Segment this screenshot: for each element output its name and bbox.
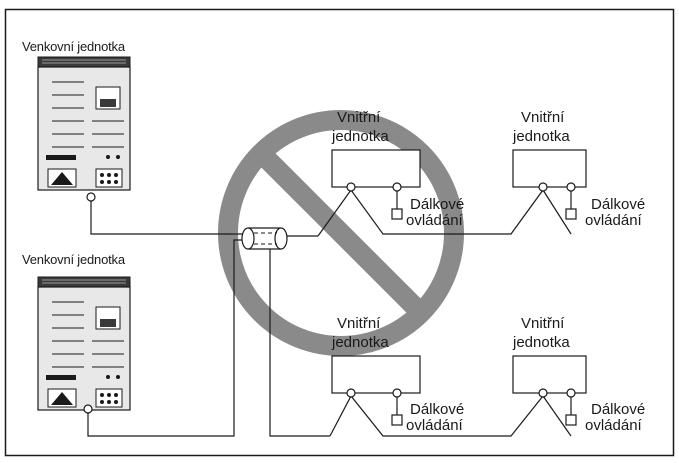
indoor-unit-2-label-2: jednotka — [512, 128, 570, 145]
indoor-unit-3-label-1: Vnitřní — [337, 315, 381, 332]
prohibition-icon — [218, 110, 464, 356]
indoor-unit-4-label-2: jednotka — [512, 334, 570, 351]
remote-2-label-1: Dálkové — [591, 196, 645, 213]
outdoor-unit-2-label: Venkovní jednotka — [22, 252, 126, 267]
indoor-unit-2-terminal-a — [538, 182, 548, 192]
remote-controller-1 — [391, 208, 403, 220]
remote-4-label-2: ovládání — [585, 417, 643, 434]
indoor-unit-1-label-1: Vnitřní — [337, 109, 381, 126]
remote-3-label-2: ovládání — [406, 417, 464, 434]
remote-controller-3 — [391, 414, 403, 426]
cable-bundle — [241, 227, 288, 250]
outdoor-unit-1-label: Venkovní jednotka — [22, 39, 126, 54]
remote-controller-4 — [565, 414, 577, 426]
indoor-unit-1 — [331, 149, 421, 188]
indoor-unit-3-terminal-a — [346, 388, 356, 398]
indoor-unit-2-label-1: Vnitřní — [521, 109, 565, 126]
indoor-unit-4-terminal-a — [538, 388, 548, 398]
remote-4-label-1: Dálkové — [591, 401, 645, 418]
remote-2-label-2: ovládání — [585, 212, 643, 229]
indoor-unit-1-label-2: jednotka — [331, 128, 389, 145]
outdoor-unit-1 — [37, 56, 131, 191]
outdoor-unit-2 — [37, 276, 131, 411]
remote-1-label-2: ovládání — [406, 212, 464, 229]
remote-1-label-1: Dálkové — [410, 196, 464, 213]
outdoor-unit-2-terminal — [83, 404, 93, 414]
indoor-unit-1-terminal-b — [392, 182, 402, 192]
indoor-unit-4-label-1: Vnitřní — [521, 315, 565, 332]
remote-3-label-1: Dálkové — [410, 401, 464, 418]
outdoor-unit-1-terminal — [86, 192, 96, 202]
indoor-unit-3 — [331, 355, 421, 394]
indoor-unit-1-terminal-a — [346, 182, 356, 192]
indoor-unit-2 — [512, 149, 587, 188]
indoor-unit-3-terminal-b — [392, 388, 402, 398]
indoor-unit-4 — [512, 355, 587, 394]
indoor-unit-3-label-2: jednotka — [331, 334, 389, 351]
indoor-unit-2-terminal-b — [566, 182, 576, 192]
indoor-unit-4-terminal-b — [566, 388, 576, 398]
wiring-lines — [87, 201, 330, 437]
remote-controller-2 — [565, 208, 577, 220]
